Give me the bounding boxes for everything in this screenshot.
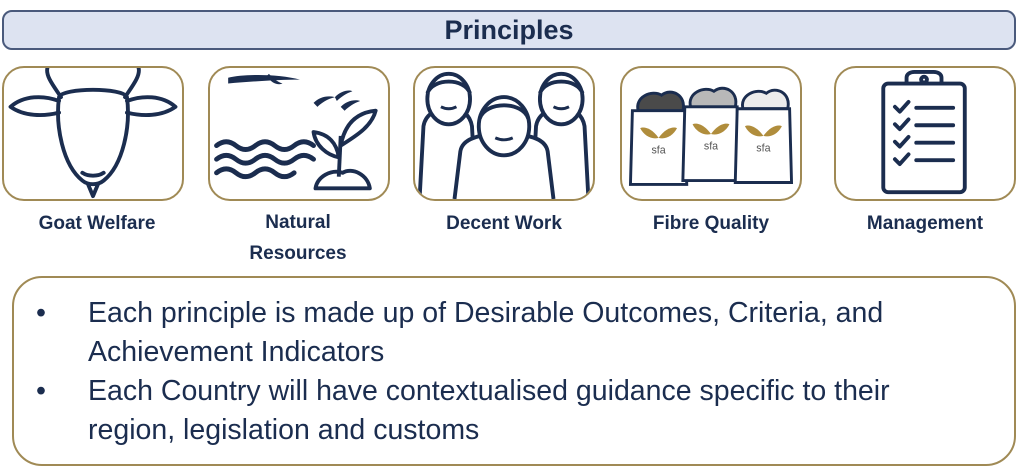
bullet-symbol: •: [36, 375, 46, 407]
goat-welfare-label: Goat Welfare: [38, 213, 156, 234]
fibre-quality-label: Fibre Quality: [652, 213, 770, 234]
management-card: [834, 66, 1016, 201]
bag-label-2: sfa: [704, 141, 718, 153]
decent-work-label: Decent Work: [446, 213, 562, 234]
bag-label-1: sfa: [651, 144, 665, 156]
natural-resources-label: Natural Resources: [249, 212, 347, 264]
title-bar: Principles: [2, 10, 1016, 50]
decent-work-card: [413, 66, 595, 201]
management-label: Management: [866, 213, 984, 234]
bullet-item-1: • Each principle is made up of Desirable…: [36, 294, 994, 372]
bullet-symbol: •: [36, 297, 46, 329]
fibre-bags-icon: sfa sfa sfa: [628, 86, 794, 186]
principles-description-box: • Each principle is made up of Desirable…: [12, 276, 1016, 466]
goat-welfare-card: [2, 66, 184, 201]
workers-icon: [417, 71, 591, 199]
natural-resources-card: [208, 66, 390, 201]
page-title: Principles: [444, 14, 574, 45]
clipboard-checklist-icon: [881, 69, 967, 195]
bullet-item-2: • Each Country will have contextualised …: [36, 372, 994, 450]
fibre-quality-card: sfa sfa sfa: [620, 66, 802, 201]
bullet-list: • Each principle is made up of Desirable…: [36, 294, 994, 450]
bag-label-3: sfa: [756, 142, 770, 154]
nature-icon: [214, 73, 378, 191]
goat-icon: [8, 68, 178, 199]
